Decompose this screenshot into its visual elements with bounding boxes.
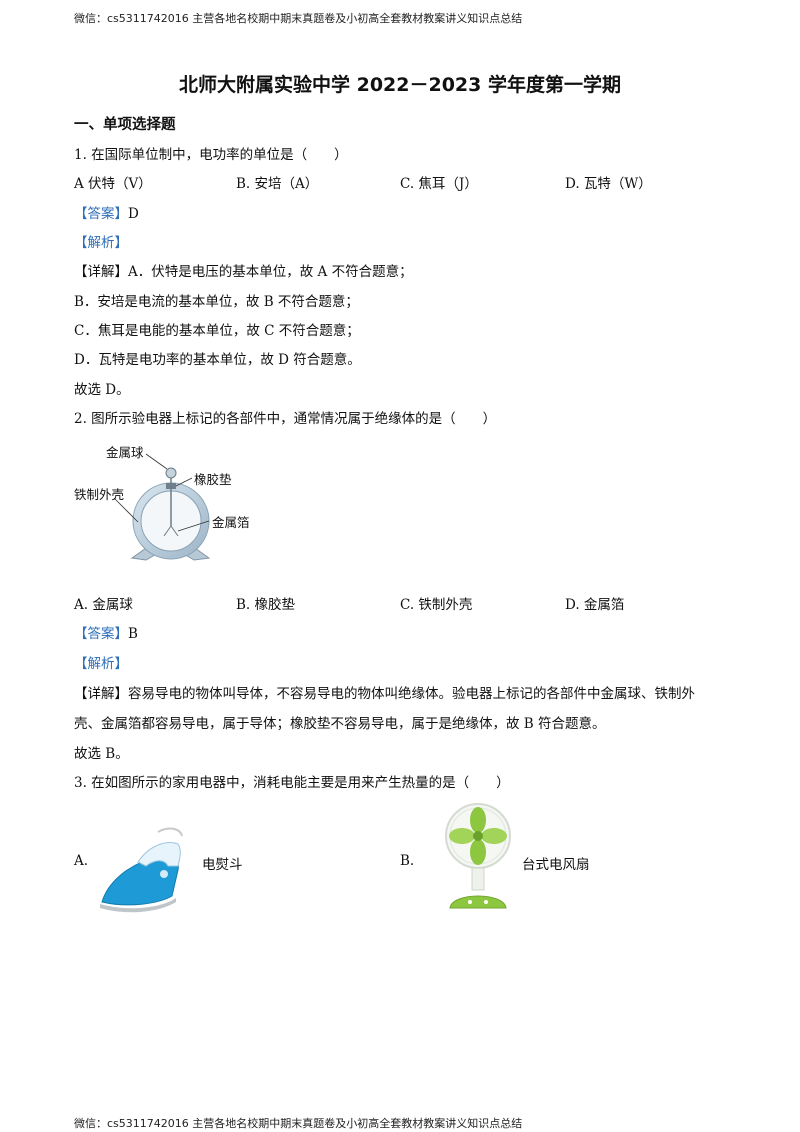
q2-answer: 【答案】B [74, 622, 138, 642]
iron-icon [100, 827, 183, 913]
q1-stem: 1. 在国际单位制中，电功率的单位是（ ） [74, 147, 348, 163]
q1-detail-line-3: C．焦耳是电能的基本单位，故 C 不符合题意； [74, 323, 360, 339]
q1-detail-line-1: 【详解】A．伏特是电压的基本单位，故 A 不符合题意； [74, 260, 413, 280]
detail-text: 容易导电的物体叫导体，不容易导电的物体叫绝缘体。验电器上标记的各部件中金属球、铁… [128, 686, 695, 702]
detail-tag: 【详解】 [74, 686, 128, 702]
exam-title: 北师大附属实验中学 2022－2023 学年度第一学期 [179, 74, 621, 96]
q1-option-c: C. 焦耳（J） [400, 176, 478, 192]
q1-detail-line-4: D．瓦特是电功率的基本单位，故 D 符合题意。 [74, 352, 361, 368]
q2-analysis-tag: 【解析】 [74, 656, 128, 672]
answer-value: D [128, 206, 139, 222]
q3-option-a-label: 电熨斗 [202, 857, 243, 873]
q2-option-d: D. 金属箔 [565, 597, 625, 613]
electroscope-icon [113, 453, 211, 561]
q2-option-b: B. 橡胶垫 [236, 597, 296, 613]
q2-detail-line-2: 壳、金属箔都容易导电，属于导体；橡胶垫不容易导电，属于是绝缘体，故 B 符合题意… [74, 716, 606, 732]
q2-option-a: A. 金属球 [74, 597, 133, 613]
page-footer: 微信：cs5311742016 主营各地名校期中期末真题卷及小初高全套教材教案讲… [74, 1117, 523, 1130]
answer-value: B [128, 626, 138, 642]
q1-detail-line-2: B．安培是电流的基本单位，故 B 不符合题意； [74, 294, 359, 310]
q1-option-b: B. 安培（A） [236, 176, 319, 192]
q2-detail-line-1: 【详解】容易导电的物体叫导体，不容易导电的物体叫绝缘体。验电器上标记的各部件中金… [74, 682, 695, 702]
q3-option-b-label: 台式电风扇 [522, 857, 590, 873]
q1-option-a: A 伏特（V） [74, 176, 152, 192]
q3-stem: 3. 在如图所示的家用电器中，消耗电能主要是用来产生热量的是（ ） [74, 775, 510, 791]
q3-option-b-letter: B. [400, 853, 415, 869]
detail-text: A．伏特是电压的基本单位，故 A 不符合题意； [128, 264, 413, 280]
q1-answer: 【答案】D [74, 202, 139, 222]
q1-option-d: D. 瓦特（W） [565, 176, 652, 192]
electric-iron-image [98, 822, 190, 914]
figure-label-metal-ball: 金属球 [106, 445, 144, 460]
q1-conclusion: 故选 D。 [74, 382, 130, 398]
detail-tag: 【详解】 [74, 264, 128, 280]
figure-label-metal-foil: 金属箔 [212, 515, 250, 530]
answer-tag: 【答案】 [74, 626, 128, 642]
answer-tag: 【答案】 [74, 206, 128, 222]
q2-option-c: C. 铁制外壳 [400, 597, 473, 613]
q3-option-a-letter: A. [74, 853, 89, 869]
section-heading: 一、单项选择题 [74, 117, 176, 133]
q1-analysis-tag: 【解析】 [74, 235, 128, 251]
page-header: 微信：cs5311742016 主营各地名校期中期末真题卷及小初高全套教材教案讲… [74, 12, 523, 25]
figure-label-iron-shell: 铁制外壳 [74, 487, 125, 502]
figure-label-rubber-pad: 橡胶垫 [194, 472, 232, 487]
q2-conclusion: 故选 B。 [74, 746, 129, 762]
desk-fan-image [438, 800, 518, 916]
fan-icon [445, 803, 511, 909]
q2-stem: 2. 图所示验电器上标记的各部件中，通常情况属于绝缘体的是（ ） [74, 411, 497, 427]
electroscope-figure: 金属球 橡胶垫 铁制外壳 金属箔 [74, 436, 284, 576]
